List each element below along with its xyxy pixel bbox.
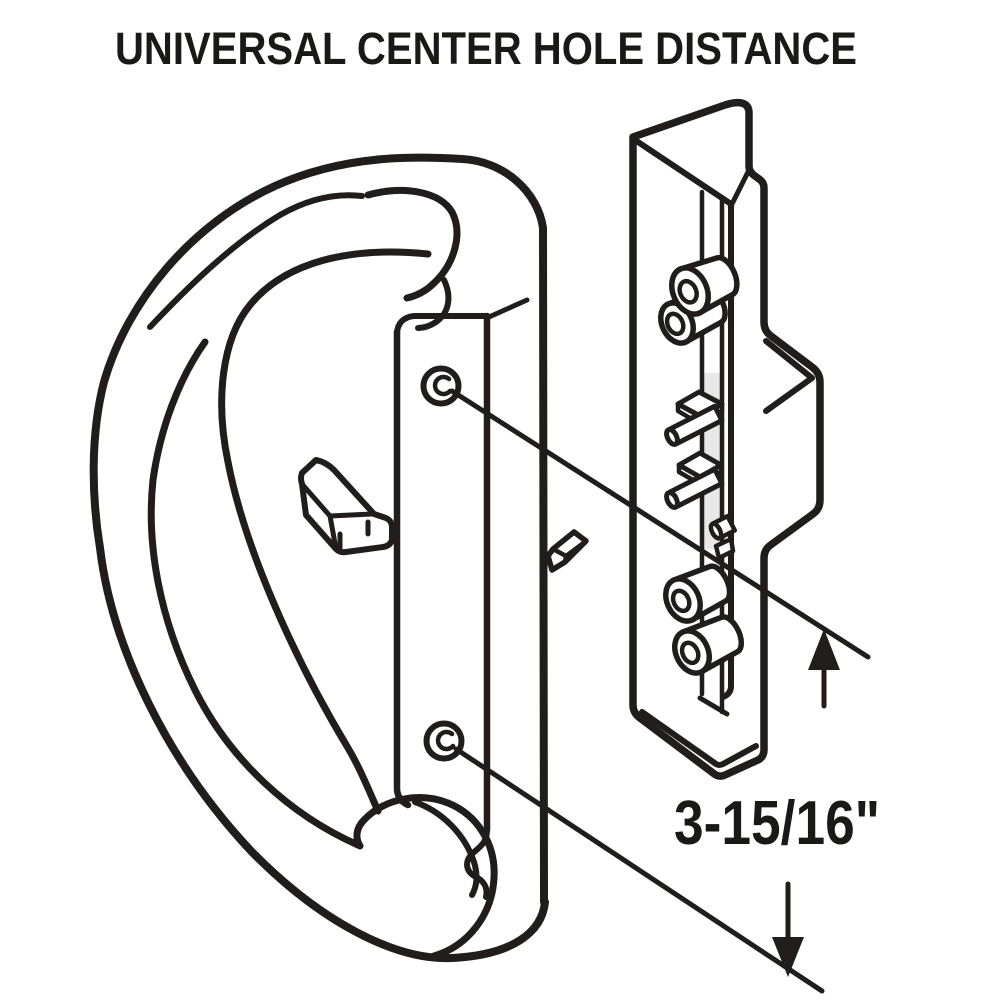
bracket-top-fold	[632, 137, 734, 207]
plate-slab-top-edge	[486, 297, 530, 320]
latch-pin-lower	[664, 450, 725, 510]
bracket-foot-line	[697, 695, 730, 717]
plate-top-edge	[394, 313, 490, 337]
bracket-jog-inner	[729, 167, 752, 207]
plate-left-edge	[393, 328, 412, 809]
latch-lever	[298, 457, 395, 556]
bottom-screw-hole	[423, 720, 465, 762]
latch-keeper-bracket	[629, 98, 824, 780]
leader-line-bottom	[453, 746, 825, 994]
latch-lever-body	[298, 457, 395, 556]
bushing-top-front	[669, 254, 740, 317]
bracket-fold-edge	[720, 201, 734, 700]
bushing-bottom-rear	[672, 614, 744, 676]
bushing-bottom-front	[663, 563, 733, 624]
down-arrow-icon	[772, 881, 804, 977]
bracket-outline	[629, 98, 824, 780]
bracket-notch	[763, 338, 815, 414]
top-screw-hole	[420, 365, 462, 407]
handle-outer-curve	[89, 153, 549, 963]
handle-opening-edge	[218, 248, 432, 815]
latch-lever-ticks	[337, 519, 371, 551]
bracket-bottom-inner	[639, 709, 759, 768]
dimension-callout	[449, 388, 871, 994]
latch-lever-fold	[299, 481, 375, 552]
page-title: UNIVERSAL CENTER HOLE DISTANCE	[115, 23, 857, 74]
handle-plate-side-edge	[539, 224, 548, 906]
up-arrow-icon	[808, 629, 840, 709]
dimension-value: 3-15/16"	[674, 789, 880, 858]
handle-bottom-bulb	[353, 794, 498, 960]
handle-top-curl	[364, 186, 461, 302]
door-handle	[89, 153, 589, 963]
bulb-inner-line	[412, 799, 480, 898]
handle-curl-hook	[415, 277, 452, 331]
spindle-edge	[550, 538, 589, 565]
latch-pin-upper	[664, 389, 725, 447]
leader-line-top	[449, 388, 871, 660]
handle-inner-highlight	[147, 338, 362, 849]
plate-bottom-hook	[464, 827, 490, 900]
handle-accent-curve	[147, 192, 365, 330]
latch-pin-partial	[708, 513, 738, 561]
